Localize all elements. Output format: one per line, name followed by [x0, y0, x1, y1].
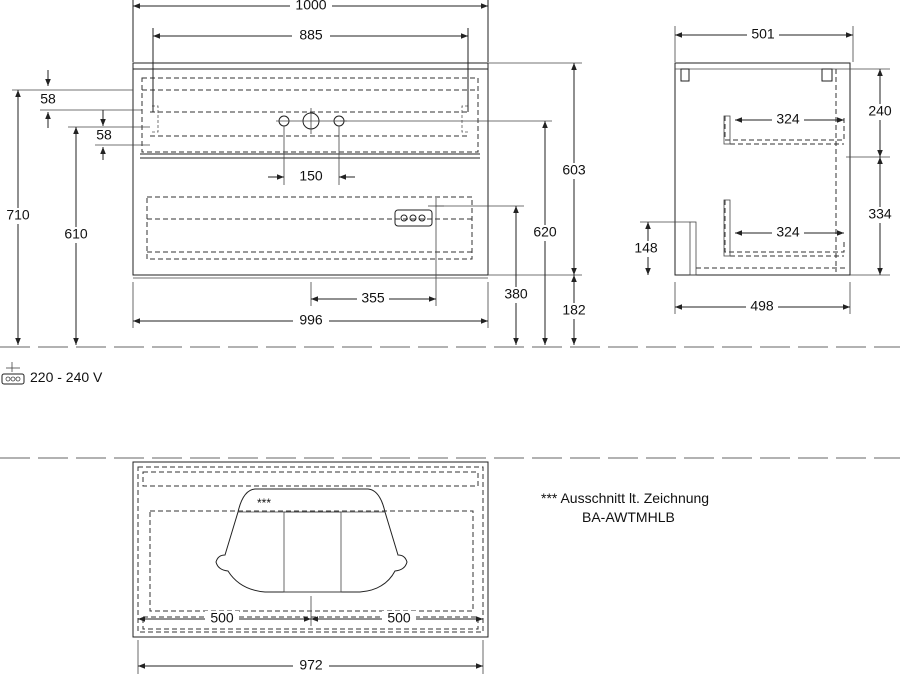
front-view: 1000 885 58 58 710 610 150 [4, 0, 590, 345]
side-view: 501 240 334 324 324 148 498 [632, 26, 897, 315]
dim-top-offset: 58 [40, 91, 56, 107]
dim-cabinet-height: 603 [562, 162, 586, 178]
front-lower-drawer [146, 196, 473, 260]
dim-socket-height: 380 [504, 286, 528, 302]
dim-tap-spacing: 150 [299, 168, 323, 184]
note-line-1: *** Ausschnitt lt. Zeichnung [541, 490, 709, 506]
voltage-label: 220 - 240 V [30, 369, 103, 385]
power-socket-icon [1, 362, 25, 385]
electrical-spec: 220 - 240 V [1, 362, 103, 385]
cutout-marker: *** [257, 496, 271, 510]
front-cabinet-outline [132, 62, 489, 276]
power-socket-icon [394, 209, 433, 227]
dim-overall-height: 620 [533, 224, 557, 240]
dim-plinth-height: 148 [634, 240, 658, 256]
dim-total-height: 710 [6, 207, 30, 223]
dim-floor-clearance: 182 [562, 302, 586, 318]
dim-socket-offset: 355 [361, 290, 385, 306]
tap-holes [276, 108, 347, 134]
dim-depth-top: 501 [751, 26, 775, 42]
dim-installation-height: 610 [64, 226, 88, 242]
front-upper-drawer [141, 77, 479, 153]
dim-overall-width: 1000 [295, 0, 326, 13]
dim-right-half: 500 [387, 610, 411, 626]
note-line-2: BA-AWTMHLB [582, 509, 675, 525]
dim-lower-drawer-height: 334 [868, 206, 892, 222]
top-cabinet-outline [132, 461, 489, 638]
side-cabinet-outline [674, 62, 851, 276]
dim-second-offset: 58 [96, 127, 112, 143]
dim-depth-bottom: 498 [750, 298, 774, 314]
dim-base-width: 996 [299, 312, 323, 328]
basin-cutout [215, 488, 408, 593]
top-view: *** 500 500 972 [132, 461, 489, 674]
dim-upper-drawer-depth: 324 [776, 111, 800, 127]
dim-total-width: 972 [299, 657, 323, 673]
dim-inner-width: 885 [299, 27, 323, 43]
dim-left-half: 500 [210, 610, 234, 626]
cutout-note: *** Ausschnitt lt. Zeichnung BA-AWTMHLB [541, 490, 709, 525]
dim-lower-drawer-depth: 324 [776, 224, 800, 240]
dim-upper-drawer-height: 240 [868, 103, 892, 119]
